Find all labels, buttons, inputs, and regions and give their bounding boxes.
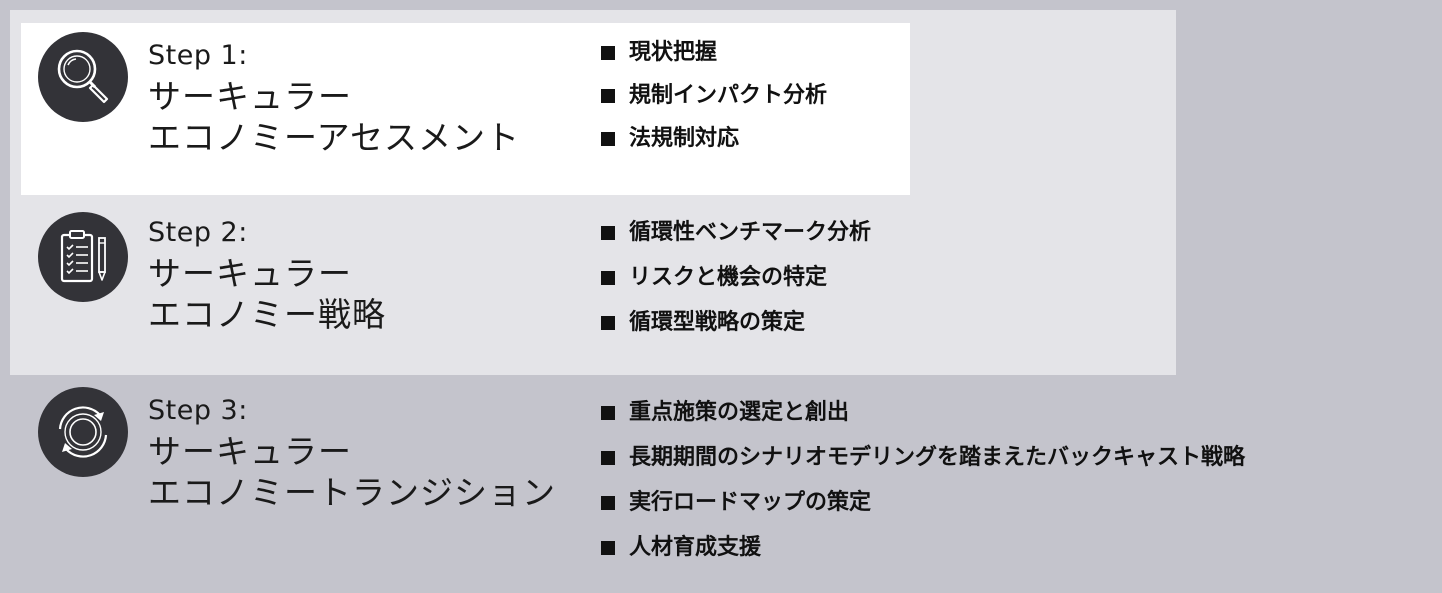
step-1-title-line1: サーキュラー	[148, 77, 352, 116]
clipboard-checklist-icon	[38, 212, 128, 302]
square-bullet-icon	[601, 88, 615, 103]
bullet-item: 長期期間のシナリオモデリングを踏まえたバックキャスト戦略	[600, 435, 1245, 480]
circular-arrows-icon	[38, 387, 128, 477]
square-bullet-icon	[601, 450, 615, 465]
step-3-title-line2: エコノミートランジション	[148, 473, 556, 512]
step-1-label: Step 1:	[148, 40, 248, 71]
step-1-title-line2: エコノミーアセスメント	[148, 118, 521, 157]
bullet-item: リスクと機会の特定	[600, 255, 871, 300]
square-bullet-icon	[601, 405, 615, 420]
square-bullet-icon	[601, 270, 615, 285]
step-3-title: Step 3: サーキュラー エコノミートランジション	[148, 394, 556, 513]
step-2-title-line1: サーキュラー	[148, 254, 352, 293]
bullet-item: 重点施策の選定と創出	[600, 390, 1245, 435]
step-3-label: Step 3:	[148, 395, 248, 426]
bullet-item: 法規制対応	[600, 117, 827, 160]
step-2-title-line2: エコノミー戦略	[148, 295, 386, 334]
step-2-bullet-list: 循環性ベンチマーク分析 リスクと機会の特定 循環型戦略の策定	[600, 210, 871, 345]
step-2-title: Step 2: サーキュラー エコノミー戦略	[148, 216, 386, 335]
step1-background-panel	[21, 23, 910, 195]
bullet-item: 現状把握	[600, 31, 827, 74]
bullet-item: 循環型戦略の策定	[600, 300, 871, 345]
magnifier-icon	[38, 32, 128, 122]
square-bullet-icon	[601, 131, 615, 146]
step-1-title: Step 1: サーキュラー エコノミーアセスメント	[148, 39, 520, 158]
bullet-item: 人材育成支援	[600, 525, 1245, 570]
step-3-bullet-list: 重点施策の選定と創出 長期期間のシナリオモデリングを踏まえたバックキャスト戦略 …	[600, 390, 1245, 570]
square-bullet-icon	[601, 540, 615, 555]
step-3-title-line1: サーキュラー	[148, 432, 352, 471]
square-bullet-icon	[601, 495, 615, 510]
square-bullet-icon	[601, 225, 615, 240]
square-bullet-icon	[601, 45, 615, 60]
bullet-item: 実行ロードマップの策定	[600, 480, 1245, 525]
step-2-label: Step 2:	[148, 217, 248, 248]
bullet-item: 循環性ベンチマーク分析	[600, 210, 871, 255]
step-1-bullet-list: 現状把握 規制インパクト分析 法規制対応	[600, 31, 827, 160]
square-bullet-icon	[601, 315, 615, 330]
bullet-item: 規制インパクト分析	[600, 74, 827, 117]
